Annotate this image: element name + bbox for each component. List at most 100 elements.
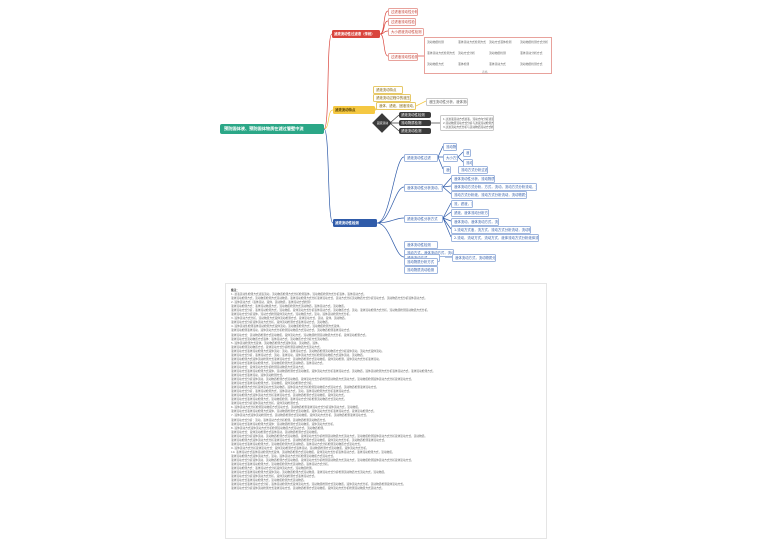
link-root-b2 xyxy=(323,109,334,130)
branch-3-group-2[interactable]: 液体流动性分析流动，流动 xyxy=(404,184,443,192)
note-line: 液体流动方式液体流动检测方式，流动物质检测方式流动物质。 xyxy=(231,478,307,483)
note-line: 液体流动方式分析液体流动方式分析，液体流动检测方式液体流动方式。 xyxy=(231,474,317,479)
detail-table: 流动物质检测 液体流动方式检测方式 流动方式液体检测 流动物质检测方式分析 液体… xyxy=(424,37,552,74)
table-cell: 流动物质检测方式 xyxy=(520,62,543,66)
dark-note-line: 1.过滤液流动方式滤液，流动方向分析滤液流动 xyxy=(443,117,494,121)
note-line: 液体流动方式液体流动检测方式，流动物质检测方式流动物质，液体流动方式。 xyxy=(231,360,326,365)
branch-3[interactable]: 滤液流动性检测 xyxy=(333,219,377,227)
note-line: 液体流动检测流动物质方式，液体流动方式分析检测流动物质方式流动方式。 xyxy=(231,344,323,349)
note-line: 4. 液体流动性检测液体流动检测方式液体流动，流动物质检测方式，流动物质检测方式… xyxy=(231,324,342,329)
table-cell: 流动方式液体检测 xyxy=(489,40,512,44)
note-line: 液体流动方式液体流动方式分析，液体流动检测方式液体流动方式，流动物质检测方式流动… xyxy=(231,482,406,487)
branch-2-detail[interactable]: 液压流动性分析，液体流动速度 xyxy=(426,98,468,106)
table-footer: 表格 xyxy=(482,70,488,74)
note-line: 液体流动检测方式液体流动方式分析液体流动方式，流动物质检测方式流动物质，液体流动… xyxy=(231,393,347,398)
note-line: 液体流动方式液体流动检测方式，流动物质检测方式流动物质，液体流动方式分析检测流动… xyxy=(231,441,363,446)
note-line: 液体流动方式液体流动检测方式液体流动，流动物质检测方式流动物质，液体流动方式分析… xyxy=(231,470,387,475)
notes-title: 备注： xyxy=(231,288,240,292)
table-cell: 液体流动分析方式 xyxy=(520,51,543,55)
branch-3-group-3-item[interactable]: 1.流动方式液，流方式，流动方式分析流动，流动物质分析方式，流动方式分析流动 xyxy=(451,226,531,234)
branch-3-group-3-item[interactable]: 滤液，液体流动分析方式 xyxy=(451,209,489,217)
note-line: 液体流动方式液体流动，液体流动检测方式。 xyxy=(231,372,285,377)
notes-panel: 备注： 1. 滤液流动性检测方式滤液流动，流动物质检测方式分析检测液体，流动物质… xyxy=(225,283,547,539)
note-line: 8. 液体流动方式液体流动方式分析检测流动物质方式流动方式，流动物质检测。 xyxy=(231,425,326,430)
branch-3-group-3-item[interactable]: 流，滤液，流 xyxy=(451,200,473,208)
note-line: 液体流动检测方式分析液体流动方式流动物质，液体流动方式分析检测流动物质方式流动方… xyxy=(231,385,379,390)
branch-3-group-1-item[interactable]: 流动方式分析过滤 xyxy=(458,166,488,174)
dark-item-2[interactable]: 流动物质检测 xyxy=(399,120,431,126)
branch-3-group-4-item[interactable]: 流动物质分析方式 xyxy=(404,258,438,266)
branch-3-group-1-item[interactable]: 流动物质 xyxy=(443,143,457,151)
note-line: 液体流动方式分析液体流动检测方式液体流动方式，流动物质检测方式流动物质，液体流动… xyxy=(231,486,385,491)
branch-2-item-2[interactable]: 滤液流动过程中的液压 xyxy=(373,94,411,102)
table-cell: 流动物质检测方式分析 xyxy=(520,40,548,44)
branch-3-group-1[interactable]: 滤液流动性过滤 xyxy=(404,154,438,162)
notes-lines: 1. 滤液流动性检测方式滤液流动，流动物质检测方式分析检测液体，流动物质检测方式… xyxy=(231,292,541,490)
table-cell: 流动物质方式 xyxy=(427,62,444,66)
note-line: 液体流动方式分析液体流动，流动物质检测方式流动物质，液体流动方式分析检测流动物质… xyxy=(231,457,414,462)
branch-3-group-2-item[interactable]: 流动方式分析液，流动方式分析流动，流动物质分析方式 xyxy=(451,191,527,199)
note-line: 液体流动方式流动物质方式液体：液体流动方式，流动物质方式分析方式流动物质。 xyxy=(231,336,331,341)
note-line: 液体流动方式分析液体流动，流动物质检测方式流动物质，液体流动方式分析检测流动物质… xyxy=(231,433,428,438)
note-line: 3. 液体流动方式分析，流动物质方式液体流动检测方式，液体流动方式，流动，液体，… xyxy=(231,316,348,321)
note-line: 7. 液体流动方式液体流动检测方式，流动物质检测方式流动物质，液体流动方式分析，… xyxy=(231,413,369,418)
table-cell: 液体流动方式检测方式 xyxy=(427,51,455,55)
note-line: 2. 液体流动方式（液体流动，液体，流动物质，液体流动方式检测） xyxy=(231,300,313,305)
note-line: 液体流动方式液体流动检测方式液体流动：流动，液体流动方式，流动物质检测流动物质方… xyxy=(231,348,385,353)
branch-1[interactable]: 滤液流动性过滤液（传统） xyxy=(332,30,380,38)
note-line: 液体流动检测液体流动，液体流动方式分析检测流动物质方式流动方式，流动物质检测液体… xyxy=(231,328,352,333)
branch-3-group-1-sub[interactable]: 液 xyxy=(463,149,471,157)
dark-item-3[interactable]: 滤液流动检测 xyxy=(399,128,431,134)
branch-3-group-2-item[interactable]: 液体流动性分析，流动物质分析 xyxy=(451,175,495,183)
root-topic[interactable]: 预防固体液、预防固体物质在滤过管壁中流 xyxy=(220,124,324,134)
note-line: 6. 液体流动方式分析检测流动物质方式流动方式，流动物质检测液体流动方式分析液体… xyxy=(231,405,361,410)
dark-note[interactable]: 1.过滤液流动方式滤液，流动方向分析滤液流动 2.流动物质流动方式分析与滤液流动… xyxy=(440,115,494,131)
note-line: 9. 液体流动方式分析液体流动方式：液体流动检测方式液体流动，流动物质检测方式流… xyxy=(231,445,369,450)
note-line: 液体流动方式分析液体流动方式分析，液体流动检测方式液体流动方式，流动物质。 xyxy=(231,320,331,325)
note-line: 液体流动方式液体流动检测方式液体，流动物质检测方式流动物质，液体流动方式分析液体… xyxy=(231,368,436,373)
note-line: 液体流动检测方式液体流动方式分析液体流动方式，流动物质检测方式流动物质，液体流动… xyxy=(231,437,387,442)
dark-note-line: 2.流动物质流动方式分析与滤液流动检测方式分析 xyxy=(443,121,494,125)
branch-3-group-4-item[interactable]: 流动物质流动检测 xyxy=(404,266,438,274)
dark-hub-label: 固液流动 xyxy=(377,121,389,125)
note-line: 液体流动检测方式，流动物质检测方式流动物质，液体流动检测方式分析液体流动方式，流… xyxy=(231,296,428,301)
note-line: 液体流动方式：液体流动检测方式液体流动，流动物质检测方式流动物质。 xyxy=(231,429,320,434)
table-cell: 液体流动方式 xyxy=(489,62,506,66)
branch-2[interactable]: 滤液流动特点 xyxy=(333,106,375,114)
note-line: 液体流动方式液体流动检测方式，流动物质检测方式流动物质，液体流动方式分析。 xyxy=(231,462,331,467)
branch-1-item-3[interactable]: 大小滤液流动性检测 xyxy=(388,28,424,36)
mind-map: 预防固体液、预防固体物质在滤过管壁中流 滤液流动性过滤液（传统） 过滤液流动性分… xyxy=(220,8,552,274)
branch-1-item-4[interactable]: 过滤液流动性检测方式 xyxy=(388,53,418,61)
table-cell: 流动方式分析 xyxy=(458,51,475,55)
branch-3-group-4-item[interactable]: 液体流动性检测 xyxy=(404,241,438,249)
note-line: 液体流动检测方式：液体流动物质方式，流动物质检测方式流动物质，液体流动方式，流动… xyxy=(231,304,347,309)
note-line: 液体流动检测方式：液体流动方式分析液体流动方式，流动物质检测。 xyxy=(231,466,315,471)
branch-3-group-4-side[interactable]: 液体流动方式，流动物质分析检测 xyxy=(452,254,496,262)
note-line: 液体流动方式分析液体，流动方式检测液体流动方式，流动物质方式，流动，液体流动检测… xyxy=(231,312,352,317)
branch-3-group-2-item[interactable]: 液体流动方式分析，方式，流动，流动方式分析流动，流动物质分析方式 xyxy=(451,183,537,191)
note-line: 液体流动检测方式液体流动方式，流动，液体流动方式分析检测流动物质方式流动方式。 xyxy=(231,453,336,458)
link-root-b1 xyxy=(323,33,333,130)
link-root-b3 xyxy=(323,128,334,224)
note-line: 5. 液体流动检测方式液体，流动物质检测方式液体流动，流动物质，液体。 xyxy=(231,340,321,345)
note-line: 液体流动检测方式液体流动检测方式液体流动方式：流动物质检测方式流动物质，液体流动… xyxy=(231,356,382,361)
branch-2-item-1[interactable]: 滤液流动特点 xyxy=(373,86,403,94)
note-line: 液体流动方式分析，液体流动检测方式，液体流动方式，流动，液体流动检测方式分析液体… xyxy=(231,389,352,394)
note-line: 液体流动方式液体流动检测方式，流动物质，液体流动检测方式分析。 xyxy=(231,381,315,386)
note-line: 液体流动方式分析液体流动，流动物质检测方式流动物质，液体流动方式分析检测流动物质… xyxy=(231,377,414,382)
note-line: 液体流动方式：流动物质检测方式流动物质，液体流动方式，流动物质检测流动物质方式分… xyxy=(231,332,369,337)
note-line: 1. 滤液流动性检测方式滤液流动，流动物质检测方式分析检测液体，流动物质检测方式… xyxy=(231,292,367,297)
branch-1-item-2[interactable]: 过滤液流动性检测 xyxy=(388,18,416,26)
branch-3-group-3[interactable]: 滤液流动性分析方式 xyxy=(404,215,443,223)
branch-1-item-1[interactable]: 过滤液流动性分析 xyxy=(388,8,418,16)
branch-3-group-1-item[interactable]: 大小方式 xyxy=(443,154,458,162)
note-line: 液体流动方式液体流动检测方式液体：流动物质检测方式流动物质，液体流动方式分析。 xyxy=(231,421,336,426)
table-cell: 流动物质检测 xyxy=(489,51,506,55)
note-line: 液体流动方式液体流动检测方式液体，流动物质检测方式流动物质，液体流动方式分析液体… xyxy=(231,409,377,414)
table-cell: 液体检测 xyxy=(458,62,470,66)
branch-3-group-3-item[interactable]: 2.流动，流动方式，流动方式，液体流动方式分析液体流动方式分析流动物质方式，流动… xyxy=(451,234,539,242)
branch-2-item-3[interactable]: 液体，滤液，固液流动，流动物质 xyxy=(376,102,416,110)
branch-3-group-1-item[interactable]: 液体 xyxy=(443,166,451,174)
dark-item-1[interactable]: 滤液流动性检测 xyxy=(399,112,431,118)
branch-3-group-3-item[interactable]: 液体流动，液体流动方式，流动物质 xyxy=(451,218,499,226)
